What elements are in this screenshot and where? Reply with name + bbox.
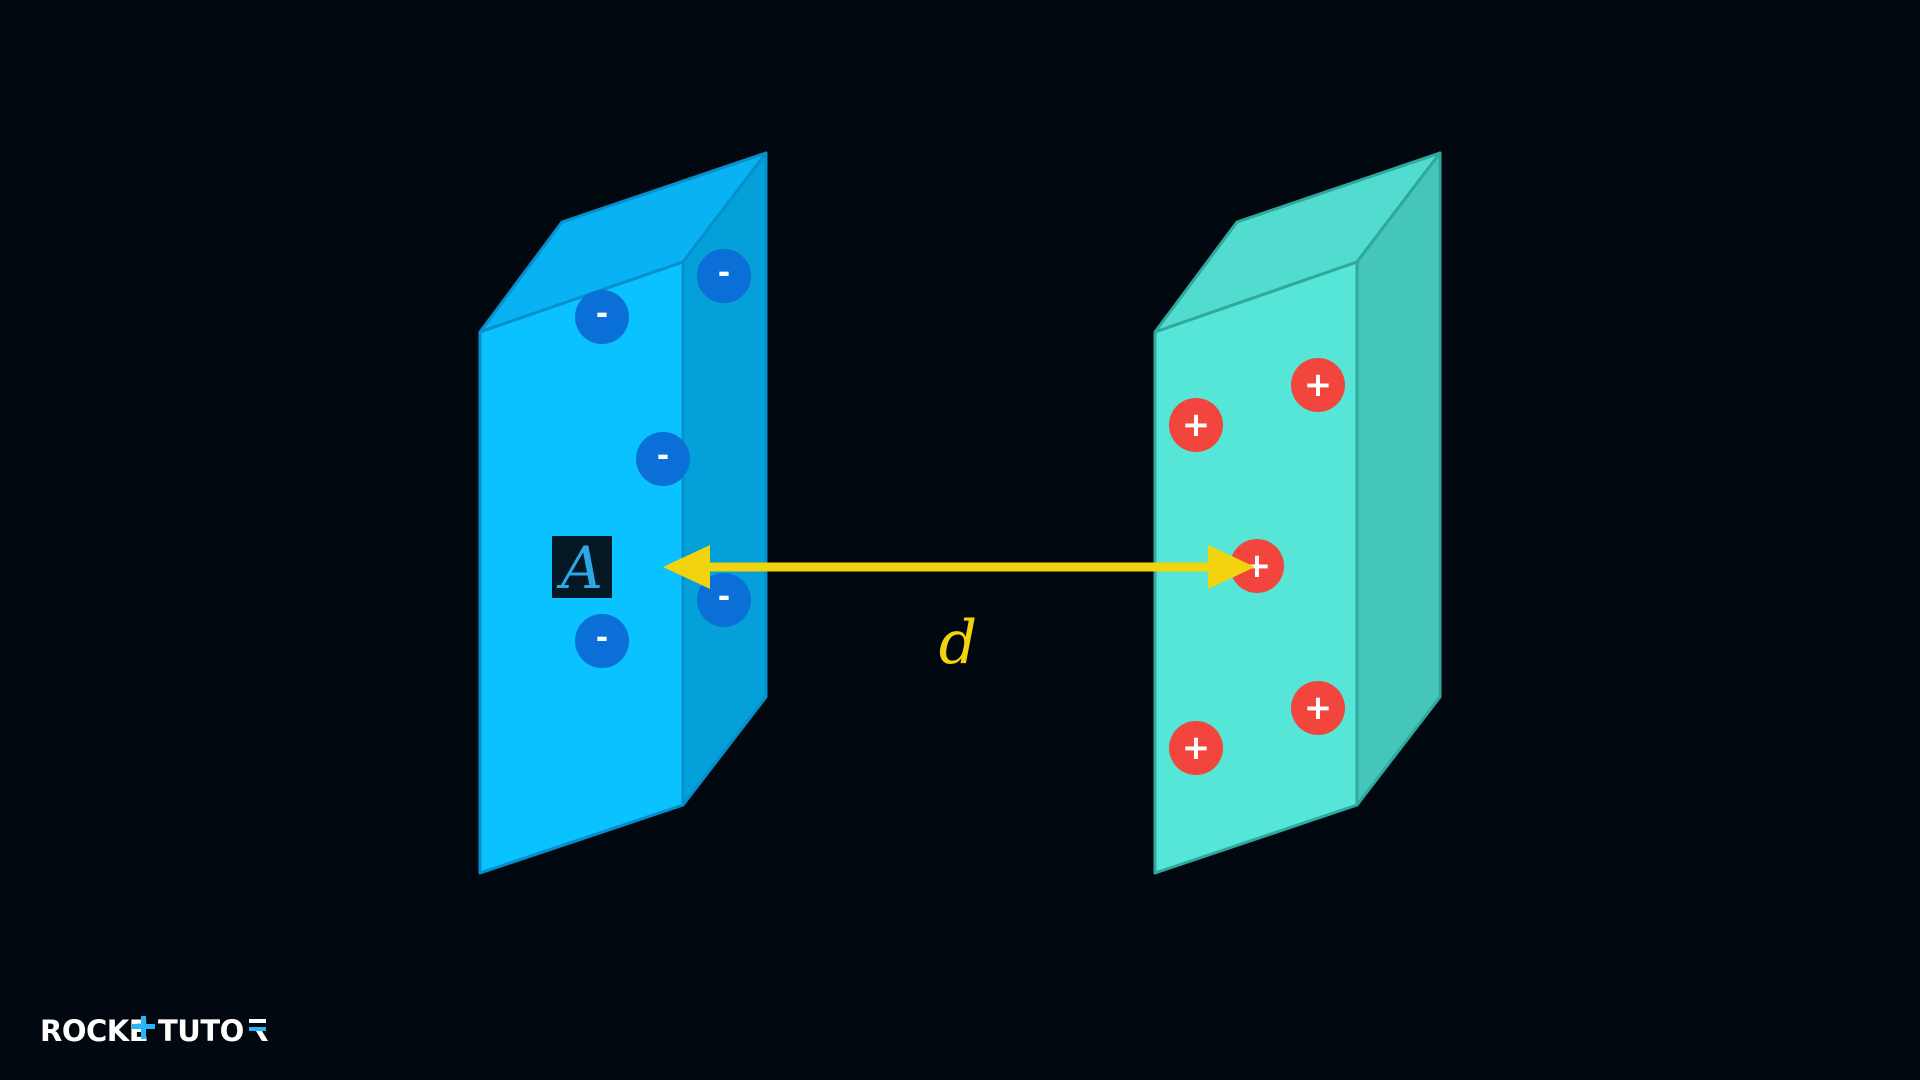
svg-text:-: - [718,580,730,615]
positive-charge: + [1291,358,1345,412]
rocket-tutor-logo: ROCKE TUTO [40,1014,268,1048]
logo-text-tutor: TUTO [158,1014,244,1048]
arrow-head-left [663,545,710,589]
positive-charge: + [1169,721,1223,775]
area-label-box: A [552,534,612,602]
negative-charge: - [575,614,629,668]
svg-text:-: - [596,297,608,332]
negative-charge: - [697,573,751,627]
negative-charge: - [636,432,690,486]
positive-charge: + [1169,398,1223,452]
negative-charge: - [575,290,629,344]
logo-plus-icon [132,1016,155,1039]
right-plate-side-face [1355,151,1442,807]
negative-charge: - [697,249,751,303]
logo-text-rocket: ROCKE [40,1014,148,1048]
positive-charge: + [1291,681,1345,735]
distance-arrow [663,545,1255,589]
svg-text:+: + [1304,365,1333,405]
svg-text:-: - [657,439,669,474]
svg-text:+: + [1182,405,1211,445]
positive-charges: + + + + + [1169,358,1345,775]
negative-charges: - - - - - [575,249,751,668]
logo-r-icon [249,1019,268,1041]
area-label: A [556,534,603,602]
svg-text:-: - [596,621,608,656]
svg-text:+: + [1304,688,1333,728]
svg-text:+: + [1182,728,1211,768]
svg-text:-: - [718,256,730,291]
distance-label: d [939,608,977,678]
arrow-head-right [1208,545,1255,589]
